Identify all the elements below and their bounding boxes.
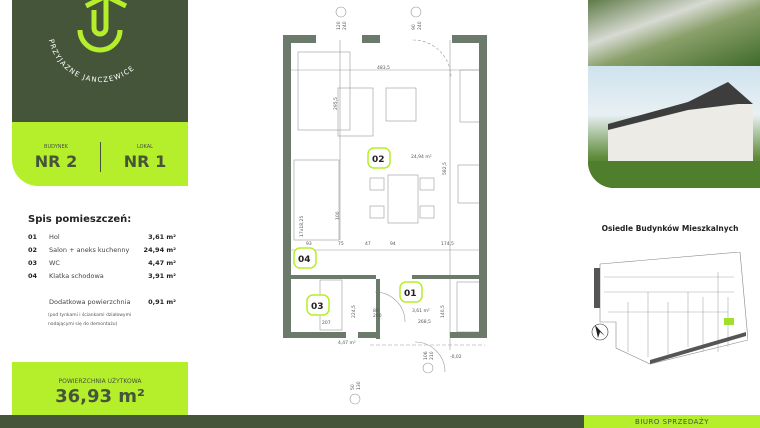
dimension: 240: [417, 21, 423, 30]
dimension: 106: [423, 351, 429, 360]
dimension: 200: [373, 313, 382, 319]
area-label: 4,47 m²: [338, 340, 356, 346]
dimension: 582,5: [442, 162, 448, 175]
dimension: 47: [365, 241, 371, 247]
area-label: 24,94 m²: [411, 154, 432, 160]
unit-label: LOKAL: [137, 144, 153, 150]
site-plan-title: Osiedle Budynków Mieszkalnych: [601, 224, 739, 233]
dimension: 50: [350, 384, 356, 390]
room-tag-03: 03: [311, 302, 324, 312]
dimension: 94: [390, 241, 396, 247]
dimension: 174,5: [441, 241, 454, 247]
logo-panel: PRZYJAZNE JANCZEWICE: [12, 0, 188, 122]
dimension: 210: [429, 351, 435, 360]
area-label: 3,61 m²: [412, 308, 430, 314]
dimension: 130: [356, 381, 362, 390]
room-tag-02: 02: [372, 155, 385, 165]
dimension: 207: [322, 320, 331, 326]
dimension: 295,5: [333, 97, 339, 110]
sales-office-label: BIURO SPRZEDAŻY: [584, 415, 760, 428]
room-tag-04: 04: [298, 255, 311, 265]
dimension: 140,5: [440, 305, 446, 318]
logo-icon: PRZYJAZNE JANCZEWICE: [47, 0, 136, 84]
dimension: 240: [342, 21, 348, 30]
usable-area-label: POWIERZCHNIA UŻYTKOWA: [58, 378, 142, 385]
floor-plan: 02 04 03 01 24,94 m² 3,61 m² 4,47 m² 483…: [283, 6, 487, 405]
building-label: BUDYNEK: [44, 144, 68, 150]
building-value: NR 2: [34, 152, 78, 171]
dimension: -0,02: [450, 354, 462, 360]
dimension: 75: [338, 241, 344, 247]
dimension: 17x18,25: [299, 216, 305, 237]
room-tag-01: 01: [404, 289, 417, 299]
unit-panel: BUDYNEK NR 2 LOKAL NR 1: [12, 122, 188, 186]
dimension: 100: [335, 211, 341, 220]
svg-text:PRZYJAZNE JANCZEWICE: PRZYJAZNE JANCZEWICE: [47, 38, 136, 84]
dimension: 93: [306, 241, 312, 247]
dimension: 120: [336, 21, 342, 30]
usable-area-value: 36,93 m²: [55, 386, 145, 407]
dimension: 224,5: [351, 305, 357, 318]
dimension: 483,5: [377, 65, 390, 71]
rooms-title: Spis pomieszczeń:: [28, 214, 132, 225]
usable-area-box: POWIERZCHNIA UŻYTKOWA 36,93 m²: [12, 362, 188, 416]
dimension: 90: [411, 24, 417, 30]
divider: [100, 142, 101, 172]
building-photo: [588, 66, 760, 188]
unit-value: NR 1: [123, 152, 167, 171]
dimension: 80: [373, 308, 379, 314]
aerial-photo: [588, 0, 760, 66]
footer-bar: [0, 415, 584, 428]
dimension: 268,5: [418, 319, 431, 325]
site-plan-map: [591, 252, 748, 365]
